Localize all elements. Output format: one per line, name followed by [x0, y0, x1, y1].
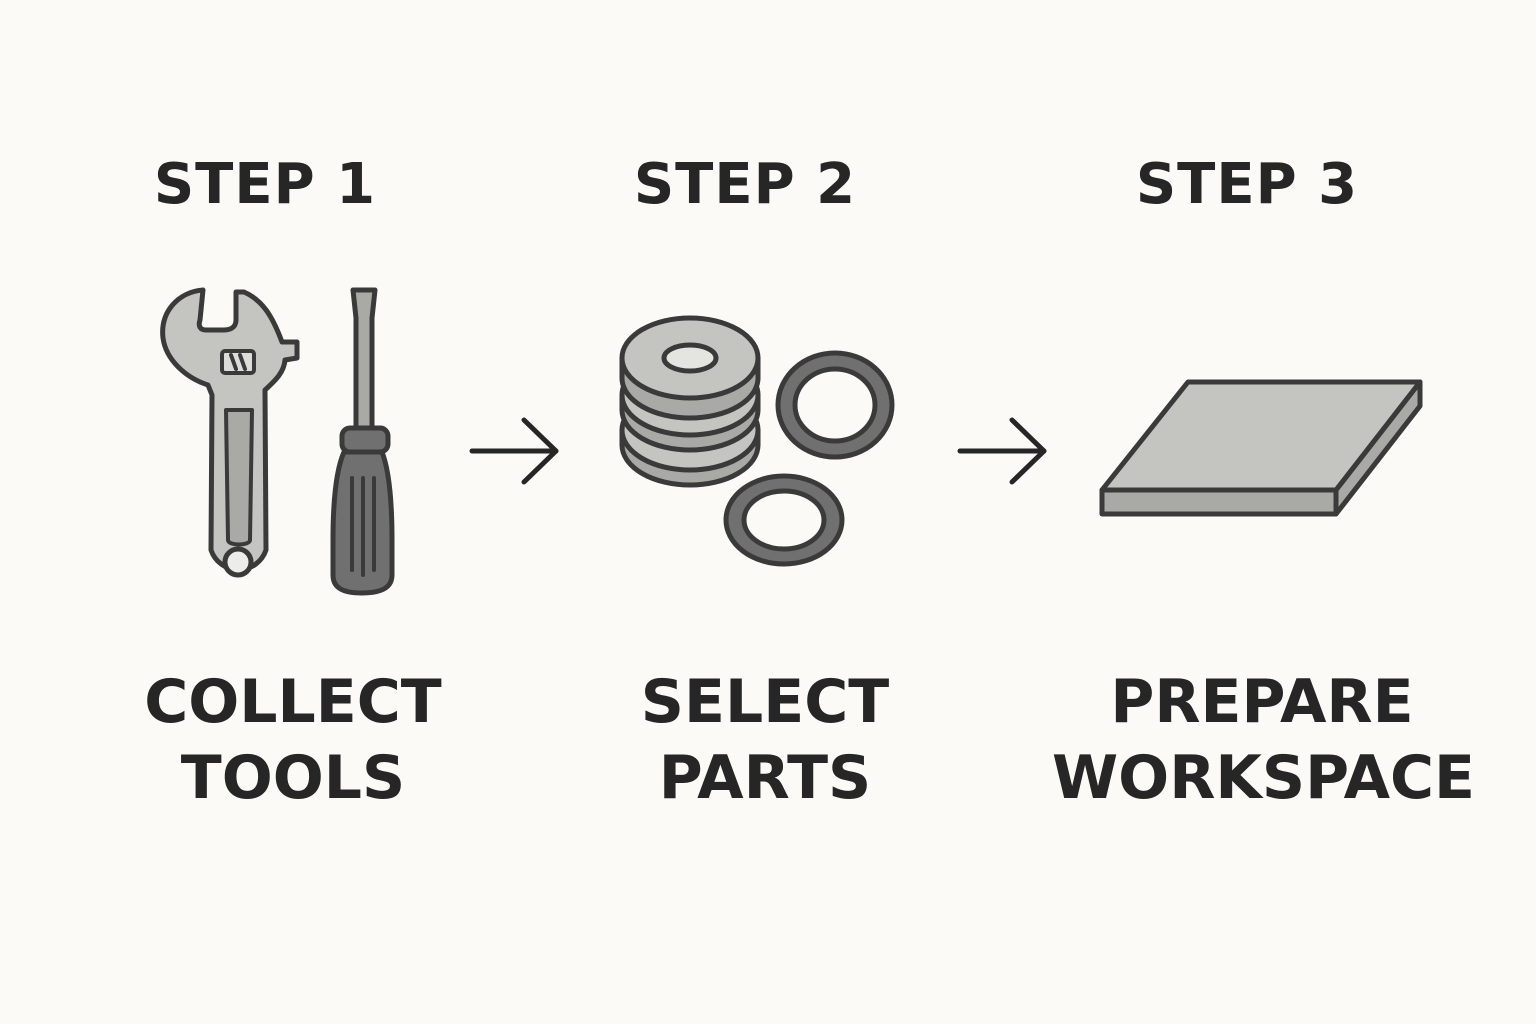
flat-board-icon — [1099, 379, 1423, 517]
step-1-heading: STEP 1 — [153, 152, 377, 217]
step-3-label-line-1: PREPARE — [1110, 667, 1414, 737]
step-2-label: SELECT PARTS — [590, 664, 940, 816]
arrow-right-icon — [957, 417, 1047, 485]
step-2-label-line-1: SELECT — [640, 667, 890, 737]
adjustable-wrench-icon — [160, 287, 300, 578]
step-3-label-line-2: WORKSPACE — [1052, 743, 1476, 813]
screwdriver-icon — [330, 287, 395, 596]
step-1-label-line-2: TOOLS — [180, 743, 406, 813]
step-3-label: PREPARE WORKSPACE — [1052, 664, 1476, 816]
arrow-right-icon — [469, 417, 559, 485]
washer-stack-icon — [619, 315, 761, 488]
step-3-heading: STEP 3 — [1135, 152, 1359, 217]
step-1-label-line-1: COLLECT — [144, 667, 442, 737]
step-2-heading: STEP 2 — [633, 152, 857, 217]
step-2-label-line-2: PARTS — [658, 743, 872, 813]
step-1-label: COLLECT TOOLS — [118, 664, 468, 816]
rubber-ring-icon — [723, 350, 895, 567]
